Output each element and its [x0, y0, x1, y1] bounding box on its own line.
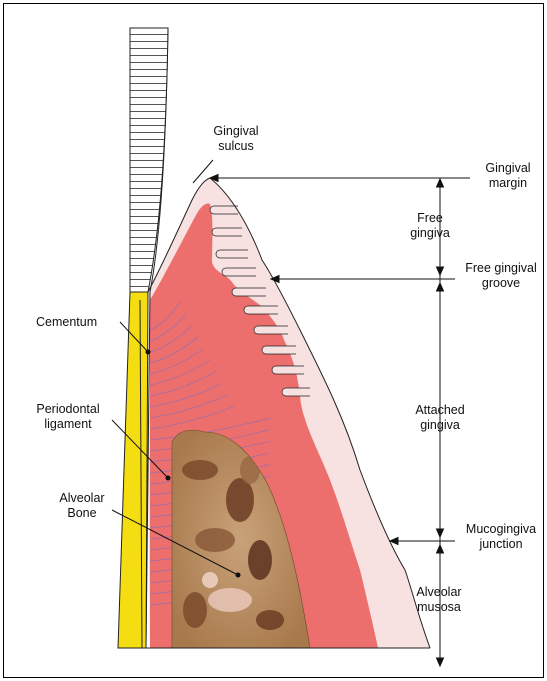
enamel-crown — [130, 28, 168, 292]
cementum-layer — [118, 292, 148, 648]
label-cementum: Cementum — [36, 315, 97, 330]
